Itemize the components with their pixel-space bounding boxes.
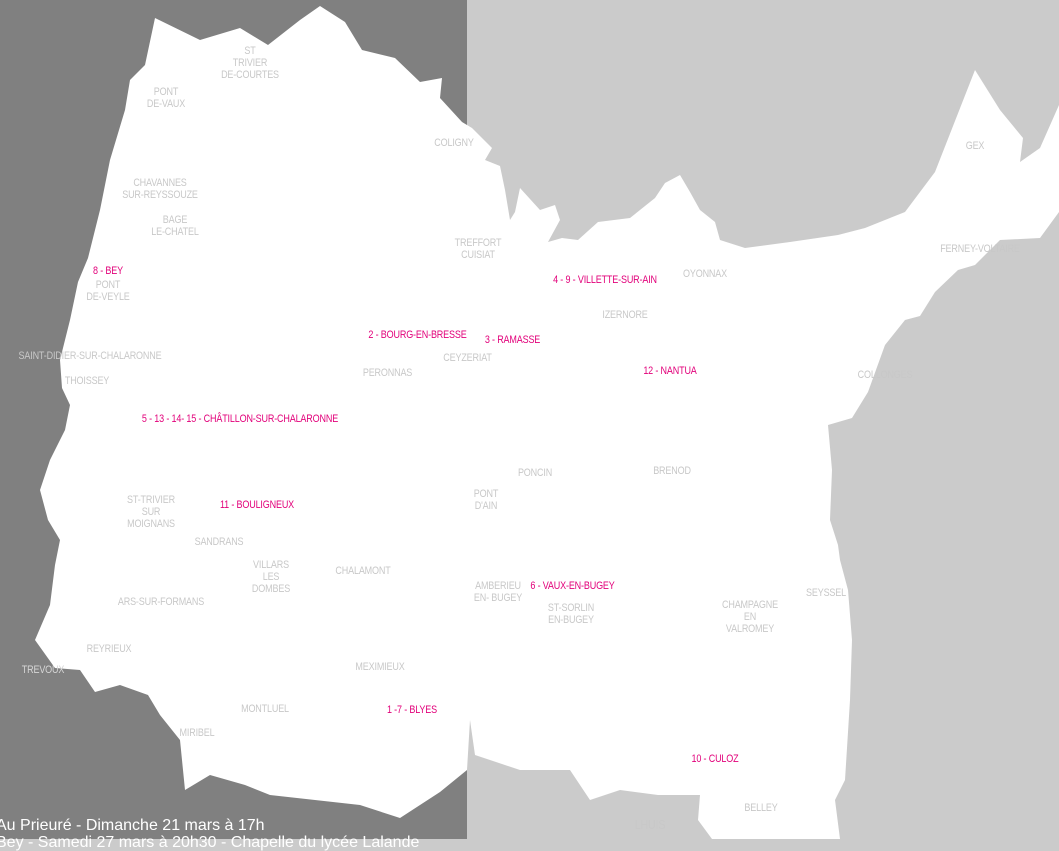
label-bey: 8 - BEY [93,265,123,277]
label-ceyzeriat: CEYZERIAT [443,352,492,364]
label-saint-didier-sur-chalaronne: SAINT-DIDIER-SUR-CHALARONNE [18,350,162,362]
caption-line-2: Bey - Samedi 27 mars à 20h30 - Chapelle … [0,834,420,851]
label-thoissey: THOISSEY [64,375,110,387]
label-villette-sur-ain: 4 - 9 - VILLETTE-SUR-AIN [553,274,657,286]
label-bourg-en-bresse: 2 - BOURG-EN-BRESSE [368,329,467,341]
label-trevoux: TREVOUX [21,664,65,676]
label-pont-de-vaux: PONT DE-VAUX [146,86,186,110]
label-ars-sur-formans: ARS-SUR-FORMANS [117,596,205,608]
label-culoz: 10 - CULOZ [691,753,739,765]
label-st-trivier-de-courtes: ST TRIVIER DE-COURTES [221,45,279,81]
label-blyes: 1 -7 - BLYES [386,704,437,716]
event-caption: Au Prieuré - Dimanche 21 mars à 17h Bey … [0,817,436,851]
caption-line-1: Au Prieuré - Dimanche 21 mars à 17h [0,817,265,834]
label-lhuis: LHUIS [634,817,666,832]
label-villars-les-dombes: VILLARS LES DOMBES [251,559,291,595]
label-poncin: PONCIN [517,467,553,479]
label-amberieu-en-bugey: AMBERIEU EN- BUGEY [473,580,523,604]
label-oyonnax: OYONNAX [683,268,727,280]
label-pont-d-ain: PONT D'AIN [473,488,499,512]
label-belley: BELLEY [744,802,778,814]
label-nantua: 12 - NANTUA [643,365,697,377]
label-coligny: COLIGNY [434,137,474,149]
label-ramasse: 3 - RAMASSE [484,334,541,346]
label-peronnas: PERONNAS [362,367,413,379]
label-ferney-voltaire: FERNEY-VOLTAIRE [940,243,1020,255]
ain-department-region [35,6,1059,839]
label-brenod: BRENOD [653,465,691,477]
label-st-trivier-sur-moignans: ST-TRIVIER SUR MOIGNANS [127,494,175,530]
label-sandrans: SANDRANS [194,536,244,548]
label-bage-le-chatel: BAGE LE-CHATEL [151,214,199,238]
label-miribel: MIRIBEL [179,727,215,739]
label-chatillon-sur-chalaronne: 5 - 13 - 14- 15 - CHÂTILLON-SUR-CHALARON… [141,413,339,425]
label-izernore: IZERNORE [602,309,648,321]
label-champagne-en-valromey: CHAMPAGNE EN VALROMEY [721,599,778,635]
label-pont-de-veyle: PONT DE-VEYLE [86,279,130,303]
label-montluel: MONTLUEL [241,703,289,715]
label-chavannes-sur-reyssouze: CHAVANNES SUR-REYSSOUZE [122,177,198,201]
label-gex: GEX [965,140,985,152]
label-treffort-cuisiat: TREFFORT CUISIAT [454,237,502,261]
label-bouligneux: 11 - BOULIGNEUX [219,499,295,511]
label-vaux-en-bugey: 6 - VAUX-EN-BUGEY [530,580,615,592]
label-meximieux: MEXIMIEUX [355,661,405,673]
label-collonges: COLLONGES [857,369,913,381]
label-chalamont: CHALAMONT [335,565,391,577]
label-st-sorlin-en-bugey: ST-SORLIN EN-BUGEY [547,602,595,626]
label-seyssel: SEYSSEL [806,587,846,599]
label-reyrieux: REYRIEUX [86,643,132,655]
